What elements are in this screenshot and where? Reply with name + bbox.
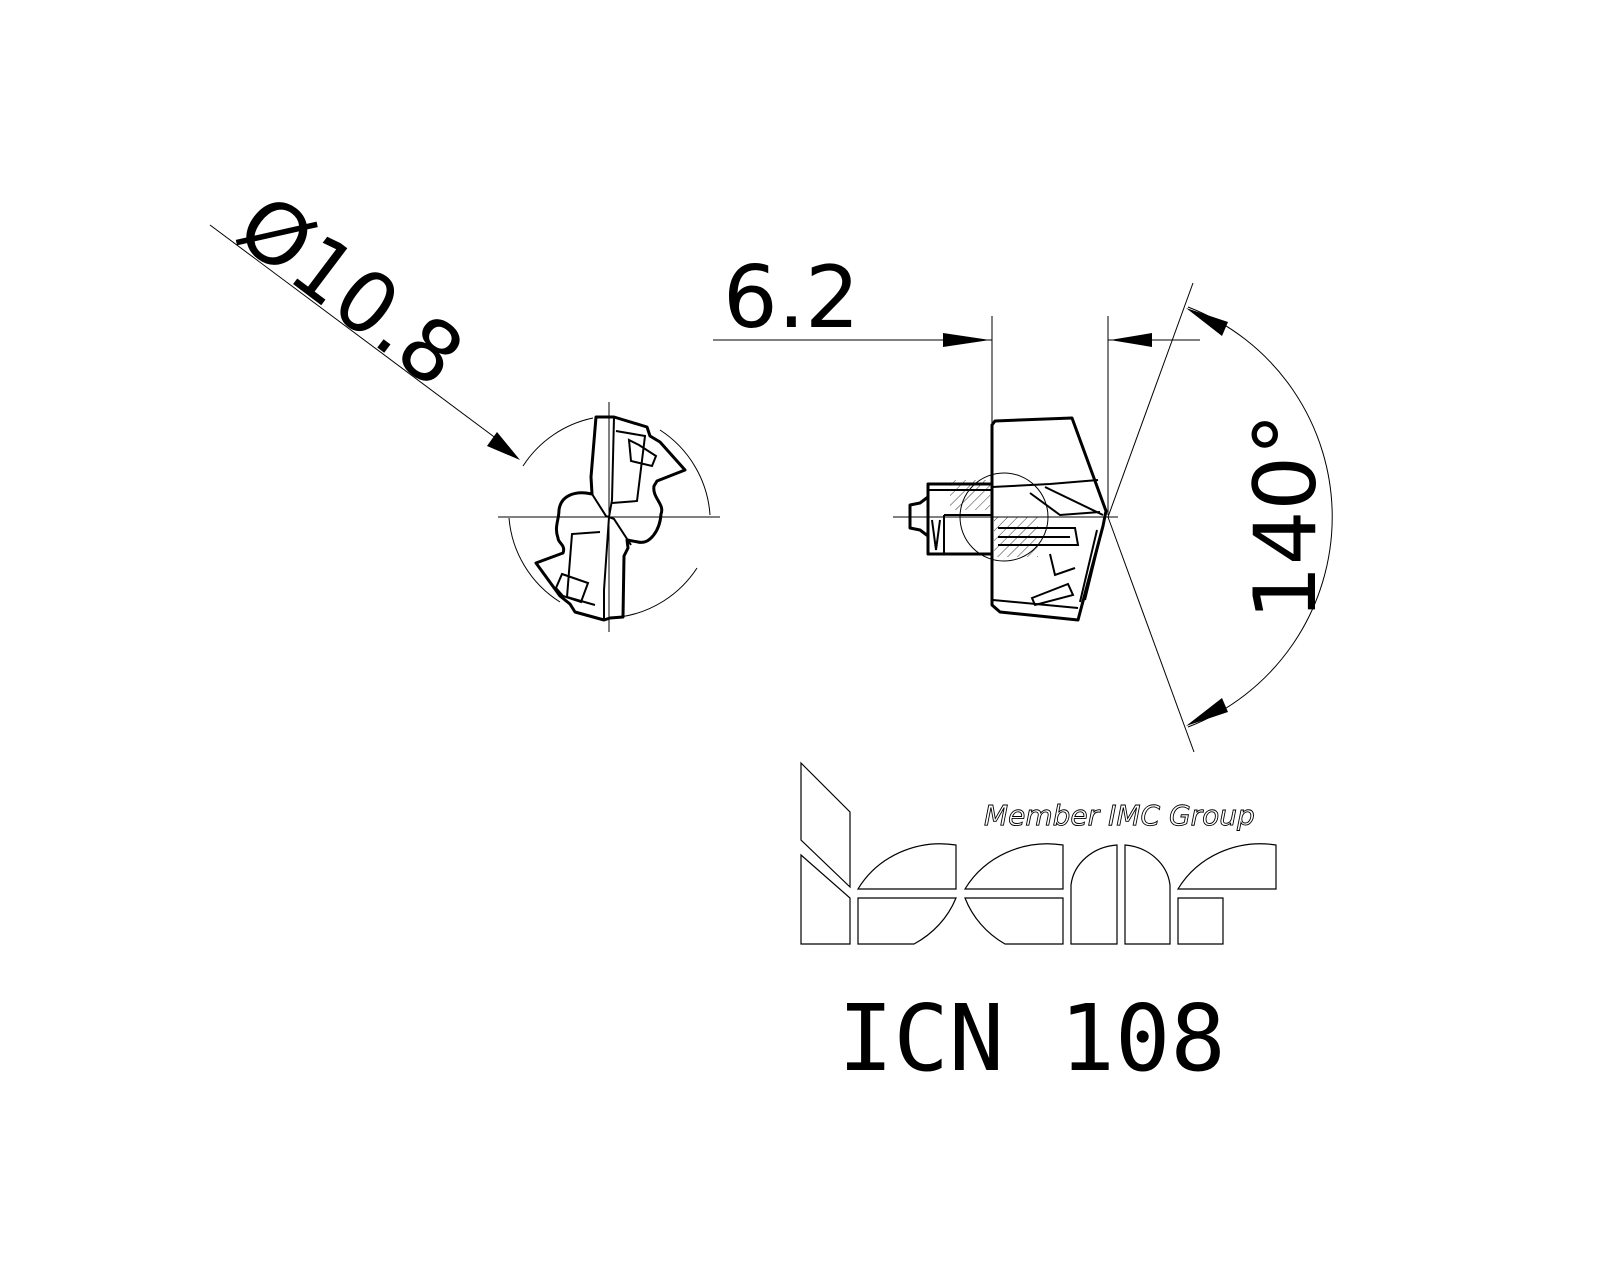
diameter-arc-1 [522,417,594,467]
side-view-hidden-circle [959,472,1049,562]
iscar-logo: Member IMC Group [800,761,1277,945]
head-coolant-channel [998,527,1080,546]
diameter-label: Ø10.8 [220,176,481,407]
diameter-arc-2 [659,429,711,516]
head-cutting-edge-upper [1029,492,1101,517]
head-upper-land [991,479,1099,488]
logo-letter-r-stem [1177,897,1224,945]
head-lower-edge [992,599,1079,609]
end-view-chisel-edge [591,493,632,546]
end-view-insert-outline [534,415,687,622]
end-view-chip-breaker-upper [627,438,658,468]
logo-letter-i-top [800,761,851,889]
angle-arrowhead-lower-icon [1186,698,1228,726]
logo-letter-a-left [1070,844,1118,945]
angle-extension-lower [1107,516,1195,753]
side-view [893,416,1118,622]
angle-arc [1187,306,1333,728]
length-arrowhead-left-icon [943,333,990,347]
angle-dimension: 140° [1107,282,1336,753]
logo-letter-i-stem [800,853,851,945]
angle-label: 140° [1236,413,1336,620]
logo-letter-c-top [963,843,1064,890]
diameter-arc-4 [508,517,561,603]
end-view-flute-upper [611,430,647,504]
logo-letter-s-bottom [857,897,957,945]
logo-letter-c-bottom [964,897,1064,945]
logo-letter-a-right [1124,844,1171,945]
head-flute-line [1044,486,1104,516]
length-arrowhead-right-icon [1110,333,1152,347]
diameter-dimension: Ø10.8 [209,176,520,460]
head-insert-pocket [1030,582,1075,607]
head-margin-lines [1079,525,1104,603]
length-dimension: 6.2 [713,248,1200,560]
logo-tagline: Member IMC Group [984,799,1255,832]
head-chip-breaker [1049,553,1076,577]
end-view [498,402,720,632]
length-label: 6.2 [723,248,860,348]
part-designation: ICN 108 [838,985,1226,1092]
shank-groove [931,519,941,551]
diameter-arc-3 [619,567,698,618]
diameter-arrowhead-icon [487,432,520,460]
angle-extension-upper [1107,282,1194,518]
side-view-pilot-tip [908,495,930,538]
logo-letter-r-top [1176,843,1277,890]
angle-arrowhead-upper-icon [1186,308,1228,336]
diameter-leader-line [209,224,506,446]
logo-letter-s-top [856,843,957,890]
end-view-chip-breaker-lower [554,572,590,604]
